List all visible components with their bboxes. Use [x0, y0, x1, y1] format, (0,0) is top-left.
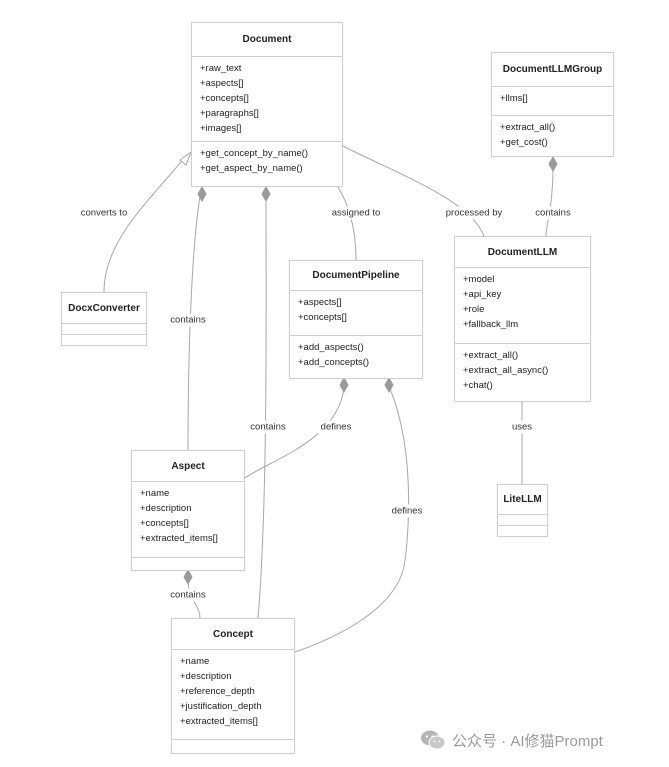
edge-label-converts-to: converts to — [77, 206, 131, 220]
edge-assigned-to — [337, 186, 357, 261]
attribute: +aspects[] — [200, 78, 244, 89]
attribute: +reference_depth — [180, 686, 255, 697]
class-litellm[interactable]: LiteLLM — [497, 484, 548, 537]
methods-section: +extract_all() +extract_all_async() +cha… — [455, 344, 590, 397]
class-name: DocumentLLM — [455, 237, 590, 268]
attribute: +description — [140, 503, 192, 514]
attribute: +extracted_items[] — [180, 716, 258, 727]
methods-section: +extract_all() +get_cost() — [492, 116, 613, 154]
edge-label-defines-pipeline-aspect: defines — [317, 420, 355, 434]
attribute: +paragraphs[] — [200, 108, 259, 119]
attributes-section: +raw_text +aspects[] +concepts[] +paragr… — [192, 57, 342, 142]
edge-label-contains-doc-aspect: contains — [167, 313, 209, 327]
methods-section — [62, 335, 146, 346]
method: +add_aspects() — [298, 342, 364, 353]
edge-defines-pipeline-concept — [294, 385, 410, 653]
class-name: DocumentLLMGroup — [492, 53, 613, 87]
wechat-icon — [421, 730, 446, 750]
method: +add_concepts() — [298, 357, 370, 368]
composition-diamond-doc-aspect — [197, 185, 207, 203]
composition-diamond-pipeline-concept — [384, 376, 394, 394]
methods-section: +get_concept_by_name() +get_aspect_by_na… — [192, 142, 342, 180]
class-document-pipeline[interactable]: DocumentPipeline +aspects[] +concepts[] … — [289, 260, 423, 379]
class-aspect[interactable]: Aspect +name +description +concepts[] +e… — [131, 450, 245, 571]
inheritance-arrowhead — [179, 150, 193, 166]
method: +extract_all() — [500, 122, 556, 133]
edge-converts-to — [103, 155, 187, 293]
methods-section: +add_aspects() +add_concepts() — [290, 336, 422, 374]
edge-label-contains-group-llm: contains — [532, 206, 574, 220]
attribute: +aspects[] — [298, 297, 342, 308]
class-document-llm[interactable]: DocumentLLM +model +api_key +role +fallb… — [454, 236, 591, 402]
class-name: DocumentPipeline — [290, 261, 422, 291]
class-document-llm-group[interactable]: DocumentLLMGroup +llms[] +extract_all() … — [491, 52, 614, 157]
attribute: +concepts[] — [140, 518, 189, 529]
attributes-section — [62, 324, 146, 335]
attributes-section: +name +description +concepts[] +extracte… — [132, 482, 244, 558]
method: +chat() — [463, 380, 493, 391]
watermark: 公众号 · AI修猫Prompt — [420, 729, 603, 751]
attributes-section: +name +description +reference_depth +jus… — [172, 650, 294, 740]
attribute: +description — [180, 671, 232, 682]
attributes-section: +model +api_key +role +fallback_llm — [455, 268, 590, 344]
method: +extract_all_async() — [463, 365, 549, 376]
attribute: +concepts[] — [200, 93, 249, 104]
composition-diamond-pipeline-aspect — [339, 376, 349, 394]
composition-diamond-doc-concept — [261, 185, 271, 203]
edge-label-defines-pipeline-concept: defines — [388, 504, 426, 518]
method: +get_concept_by_name() — [200, 148, 309, 159]
attribute: +fallback_llm — [463, 319, 519, 330]
method: +get_cost() — [500, 137, 548, 148]
class-name: Concept — [172, 619, 294, 650]
class-name: DocxConverter — [62, 293, 146, 324]
attribute: +raw_text — [200, 63, 242, 74]
attribute: +api_key — [463, 289, 502, 300]
attribute: +concepts[] — [298, 312, 347, 323]
methods-section — [172, 740, 294, 753]
methods-section — [498, 526, 547, 537]
composition-diamond-aspect-concept — [183, 568, 193, 586]
class-document[interactable]: Document +raw_text +aspects[] +concepts[… — [191, 22, 343, 187]
class-name: Document — [192, 23, 342, 57]
edge-contains-aspect-concept — [187, 579, 201, 619]
attribute: +role — [463, 304, 485, 315]
edge-label-contains-doc-concept: contains — [247, 420, 289, 434]
composition-diamond-group-llm — [548, 155, 558, 173]
methods-section — [132, 558, 244, 571]
method: +extract_all() — [463, 350, 519, 361]
class-name: LiteLLM — [498, 485, 547, 515]
attribute: +name — [140, 488, 170, 499]
attribute: +name — [180, 656, 210, 667]
attributes-section: +llms[] — [492, 87, 613, 116]
attribute: +llms[] — [500, 93, 528, 104]
edge-contains-group-llm — [545, 169, 554, 237]
edge-label-uses: uses — [508, 420, 536, 434]
class-docx-converter[interactable]: DocxConverter — [61, 292, 147, 346]
class-name: Aspect — [132, 451, 244, 482]
attribute: +justification_depth — [180, 701, 262, 712]
edge-label-processed-by: processed by — [442, 206, 506, 220]
attributes-section: +aspects[] +concepts[] — [290, 291, 422, 336]
method: +get_aspect_by_name() — [200, 163, 303, 174]
attribute: +model — [463, 274, 495, 285]
edge-defines-pipeline-aspect — [244, 385, 345, 479]
attribute: +images[] — [200, 123, 242, 134]
watermark-text: 公众号 · AI修猫Prompt — [452, 732, 603, 750]
edge-processed-by — [342, 145, 485, 237]
class-concept[interactable]: Concept +name +description +reference_de… — [171, 618, 295, 754]
edge-label-assigned-to: assigned to — [328, 206, 384, 220]
edge-label-contains-aspect-concept: contains — [167, 588, 209, 602]
attributes-section — [498, 515, 547, 526]
attribute: +extracted_items[] — [140, 533, 218, 544]
edge-contains-doc-concept — [257, 195, 267, 619]
